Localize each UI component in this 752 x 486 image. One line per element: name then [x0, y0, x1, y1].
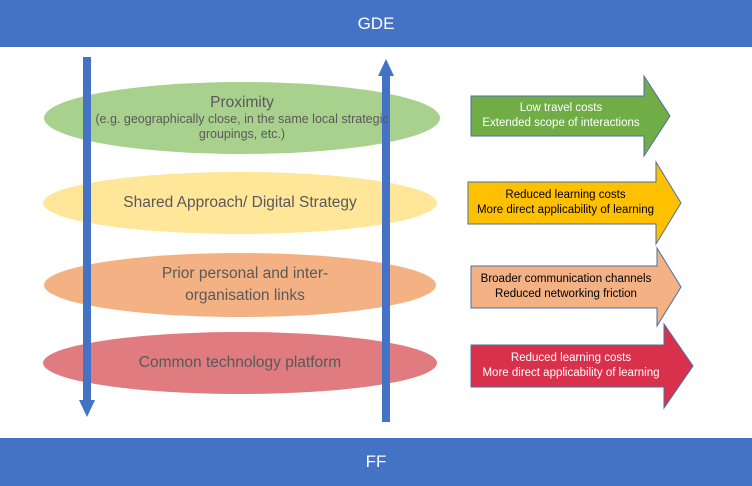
proximity-ellipse	[44, 82, 440, 154]
prior-links-text: Prior personal and inter-organisation li…	[110, 262, 380, 308]
outcome-arrow-4	[470, 322, 694, 410]
shared-approach-text: Shared Approach/ Digital Strategy	[95, 188, 385, 218]
gde-bar: GDE	[0, 0, 752, 47]
up-arrow	[378, 59, 394, 422]
outcome-2-line1: Reduced learning costs	[505, 189, 626, 201]
outcome-2-line2: More direct applicability of learning	[476, 204, 655, 216]
ff-label: FF	[365, 452, 387, 471]
outcome-arrow-1	[470, 74, 671, 158]
outcome-arrow-3	[470, 246, 682, 328]
outcome-1-line2: Extended scope of interactions	[482, 117, 640, 129]
outcome-text-4: Reduced learning costs More direct appli…	[471, 345, 671, 387]
proximity-detail: (e.g. geographically close, in the same …	[95, 112, 389, 141]
outcome-text-3: Broader communication channels Reduced n…	[471, 266, 661, 308]
technology-platform-text: Common technology platform	[95, 348, 385, 378]
proximity-title: Proximity	[210, 94, 274, 111]
prior-links-title: Prior personal and inter-organisation li…	[161, 265, 329, 304]
shared-approach-ellipse	[43, 172, 437, 234]
down-arrow	[79, 57, 95, 417]
gde-label: GDE	[357, 13, 395, 33]
proximity-text: Proximity (e.g. geographically close, in…	[92, 86, 392, 150]
outcome-4-line1: Reduced learning costs	[510, 352, 632, 364]
outcome-arrow-2	[467, 160, 682, 246]
prior-links-ellipse	[44, 253, 436, 317]
outcome-3-line1: Broader communication channels	[480, 273, 652, 285]
outcome-text-1: Low travel costs Extended scope of inter…	[471, 96, 651, 136]
outcome-1-line1: Low travel costs	[519, 102, 603, 114]
technology-platform-title: Common technology platform	[138, 354, 342, 371]
outcome-3-line2: Reduced networking friction	[495, 288, 637, 300]
ff-bar: FF	[0, 438, 752, 486]
outcome-4-line2: More direct applicability of learning	[482, 367, 660, 379]
outcome-text-2: Reduced learning costs More direct appli…	[468, 182, 663, 224]
shared-approach-title: Shared Approach/ Digital Strategy	[123, 194, 357, 211]
technology-platform-ellipse	[43, 332, 437, 394]
